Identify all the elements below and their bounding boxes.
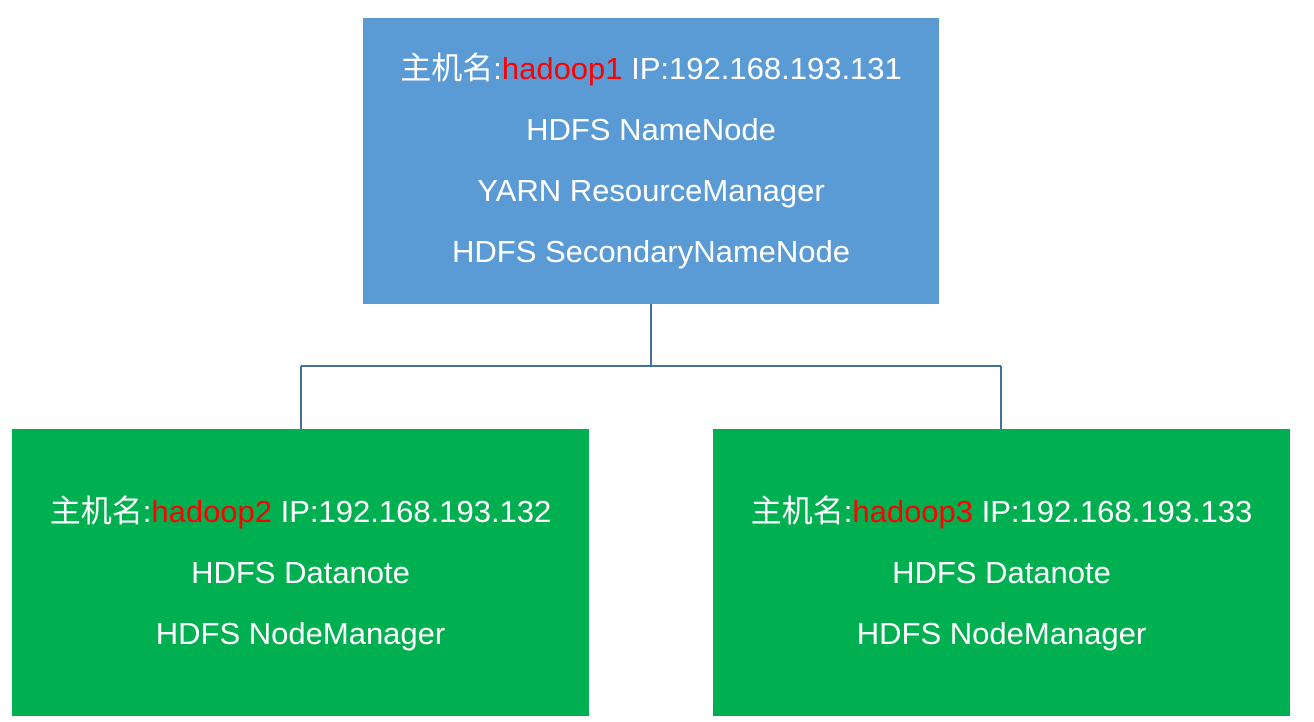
role-namenode: HDFS NameNode <box>526 112 776 147</box>
ip-label: IP:192.168.193.132 <box>272 494 552 529</box>
role-secondarynamenode: HDFS SecondaryNameNode <box>451 234 850 269</box>
worker-host-line: 主机名:hadoop3 IP:192.168.193.133 <box>751 481 1253 542</box>
role-nodemanager: HDFS NodeManager <box>155 616 446 651</box>
ip-label: IP:192.168.193.133 <box>973 494 1253 529</box>
worker-node-box-hadoop2: 主机名:hadoop2 IP:192.168.193.132 HDFS Data… <box>12 429 589 716</box>
hostname-label: hadoop1 <box>501 51 623 86</box>
host-prefix-label: 主机名: <box>49 494 152 529</box>
hostname-label: hadoop3 <box>852 494 974 529</box>
role-resourcemanager: YARN ResourceManager <box>477 173 825 208</box>
role-nodemanager: HDFS NodeManager <box>856 616 1147 651</box>
worker-host-line: 主机名:hadoop2 IP:192.168.193.132 <box>50 481 552 542</box>
ip-label: IP:192.168.193.131 <box>622 51 902 86</box>
hostname-label: hadoop2 <box>151 494 273 529</box>
host-prefix-label: 主机名: <box>750 494 853 529</box>
master-host-line: 主机名:hadoop1 IP:192.168.193.131 <box>400 38 902 99</box>
role-datanode: HDFS Datanote <box>892 555 1111 590</box>
host-prefix-label: 主机名: <box>400 51 502 86</box>
worker-node-box-hadoop3: 主机名:hadoop3 IP:192.168.193.133 HDFS Data… <box>713 429 1290 716</box>
master-node-box: 主机名:hadoop1 IP:192.168.193.131 HDFS Name… <box>363 18 939 304</box>
role-datanode: HDFS Datanote <box>191 555 410 590</box>
